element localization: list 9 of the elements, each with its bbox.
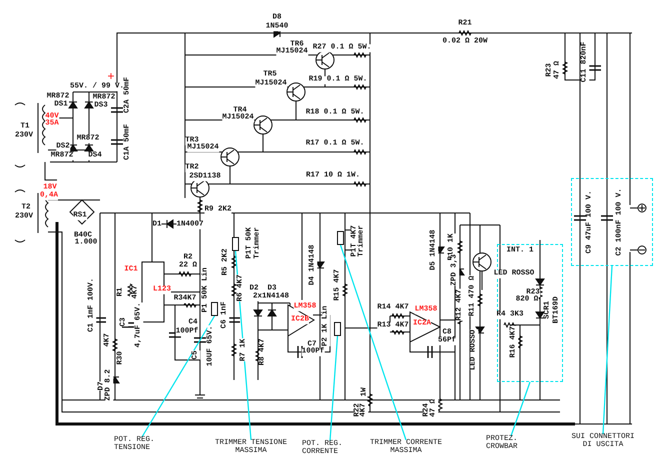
leader-line (340, 244, 407, 440)
leader-line (329, 336, 338, 442)
potentiometer-symbol (211, 302, 218, 316)
potentiometer-symbol (334, 322, 341, 336)
leader-line (141, 316, 216, 438)
potentiometer-symbol (337, 231, 344, 245)
potentiometer-symbol (232, 237, 239, 251)
leader-line (510, 382, 531, 436)
leader-line (602, 266, 613, 434)
